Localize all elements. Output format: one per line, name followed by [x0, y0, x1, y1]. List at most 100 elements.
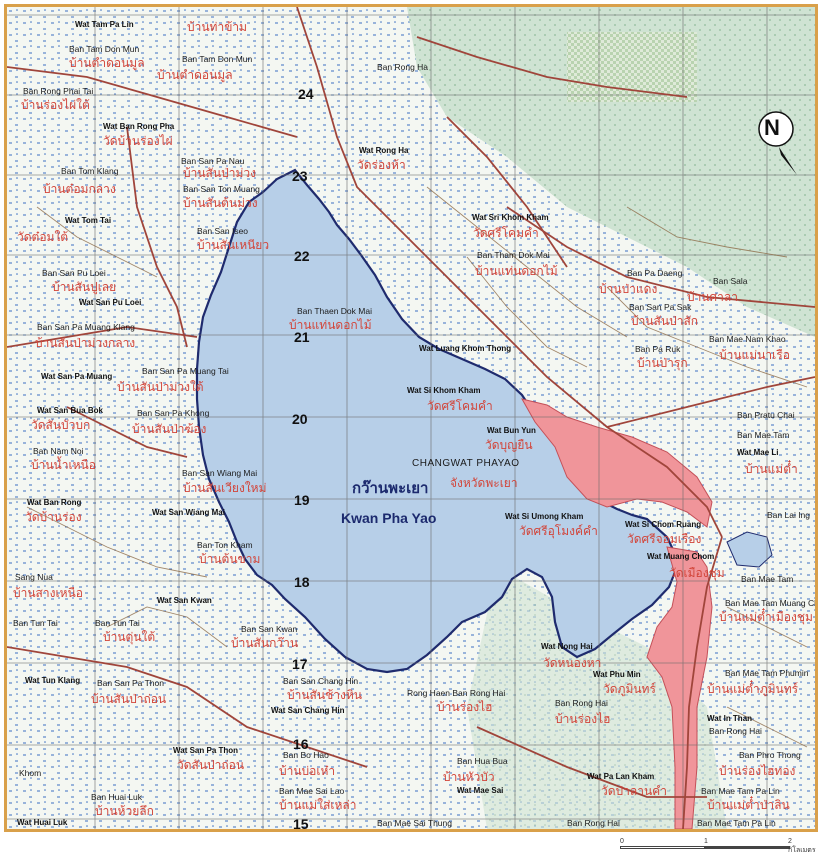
map-label: Wat Pa Lan Kham [587, 772, 655, 781]
map-label: บ้านสันเวียงใหม่ [183, 481, 267, 495]
map-label: Ban Lai Ing [767, 510, 811, 520]
map-label: Ban Mae Sai Lao [279, 786, 345, 796]
map-label: บ้านสันป่าม่วงกลาง [35, 336, 136, 350]
grid-number: 21 [294, 329, 310, 345]
map-label: บ้านสันช้างหิน [287, 688, 362, 702]
map-label: Wat Huai Luk [17, 818, 68, 827]
map-label: บ้านป่าแดง [599, 282, 658, 296]
province-name-english: CHANGWAT PHAYAO [412, 458, 520, 469]
grid-number: 20 [292, 411, 308, 427]
map-label: Wat San Bua Bok [37, 406, 103, 415]
map-label: Ban Ton Kham [197, 540, 253, 550]
map-label: Wat Si Chom Ruang [625, 520, 702, 529]
map-label: Khom [19, 768, 42, 778]
map-label: Ban Rong Hai [555, 698, 608, 708]
scale-tick: 0 [620, 838, 624, 845]
map-label: บ้านแท่นดอกไม้ [289, 318, 372, 332]
map-label: บ้านสันปูเลย [52, 280, 117, 294]
map-label: Wat Tun Klang [25, 676, 81, 685]
map-label: บ้านท่าข้าม [187, 20, 248, 34]
grid-number: 16 [293, 736, 309, 752]
map-label: Ban Hua Bua [457, 756, 508, 766]
map-label: วัดสันบัวบก [31, 418, 91, 432]
map-label: Wat Si Khom Kham [407, 386, 481, 395]
map-label: Ban San Pa Khong [137, 408, 210, 418]
map-label: Wat San Chang Hin [271, 706, 345, 715]
map-label: Wat Bun Yun [487, 426, 536, 435]
map-label: บ้านแม่นาเรือ [719, 348, 790, 362]
map-label: Ban Mae Sai Thung [377, 818, 452, 828]
map-label: Rong Haen Ban Rong Hai [407, 688, 506, 698]
map-label: บ้านแม่ต๋ำป่าลิน [707, 798, 790, 812]
map-label: Wat San Pu Loei [79, 298, 142, 307]
forest-area [467, 567, 727, 829]
urban-area-south [646, 546, 713, 829]
map-label: บ้านสันเหนียว [197, 238, 270, 252]
map-label: Ban Mae Tam Muang Chum [725, 598, 818, 608]
map-label: บ้านสันกว๊าน [231, 636, 299, 650]
map-label: บ้านสางเหนือ [13, 586, 83, 600]
map-label: Wat San Pa Thon [173, 746, 239, 755]
map-label: Ban Pa Ruk [635, 344, 681, 354]
map-label: Ban Huai Luk [91, 792, 143, 802]
map-label: บ้านร่องไผ่ใต้ [21, 98, 90, 112]
map-label: Ban Sala [713, 276, 748, 286]
map-grid [7, 7, 815, 829]
map-label: Wat Phu Min [593, 670, 641, 679]
map-label: Ban San Iseo [197, 226, 249, 236]
map-label: Ban San Pa Nau [181, 156, 245, 166]
map-label: Wat Si Umong Kham [505, 512, 584, 521]
scale-tick: 2 กิโลเมตร [788, 838, 816, 854]
map-label: บ้านสันป่าม่วง [183, 166, 256, 180]
map-label: Ban Phro Thong [739, 750, 801, 760]
pond [726, 531, 773, 568]
map-label: Ban Mae Tam [737, 430, 790, 440]
grid-number: 24 [298, 86, 314, 102]
map-label: วัดศรีโคมคำ [427, 399, 493, 413]
map-label: Ban San Pu Loei [42, 268, 106, 278]
map-label: วัดบุญยืน [485, 438, 533, 452]
map-label: Ban Bo Hao [283, 750, 329, 760]
map-label: Wat Luang Khom Thong [419, 344, 512, 353]
map-label: Ban San Pa Thon [97, 678, 164, 688]
map-label: Ban Mae Tam Pa Lin [697, 818, 776, 828]
grid-number: 15 [293, 816, 309, 832]
map-label: วัดศรีโคมคำ [473, 226, 539, 240]
topographic-map [7, 7, 815, 829]
map-label: Ban San Pa Muang Tai [142, 366, 229, 376]
map-label: Wat Ban Rong [27, 498, 82, 507]
grid-number: 18 [294, 574, 310, 590]
map-label: Sang Nua [15, 572, 53, 582]
map-label: บ้านศาลา [687, 290, 739, 304]
map-label: Ban Tom Klang [61, 166, 119, 176]
province-name-thai: จังหวัดพะเยา [450, 476, 518, 490]
scale-bar: 0 1 2 กิโลเมตร [620, 838, 820, 854]
map-label: Wat Tam Pa Lin [75, 20, 134, 29]
map-label: บ้านตำดอนมูล [69, 56, 145, 70]
map-label: วัดศรีอุโมงค์คำ [519, 524, 598, 538]
map-label: วัดร่องห้า [357, 158, 406, 172]
scale-tick: 1 [704, 838, 708, 845]
north-label: N [764, 115, 780, 140]
map-label: Wat Nong Hai [541, 642, 593, 651]
lake-name-english: Kwan Pha Yao [341, 510, 437, 526]
map-frame: 24 23 22 21 20 19 18 17 16 15 กว๊านพะเยา… [4, 4, 818, 832]
map-label: วัดภูมินทร์ [603, 682, 656, 696]
map-label: Ban Tham Dok Mai [477, 250, 550, 260]
map-label: บ้านสันป่าม่วงใต้ [117, 380, 204, 394]
forest-area [407, 7, 815, 337]
map-label: บ้านน้ำเหนือ [31, 458, 96, 472]
map-label: วัดบ้านร่องไผ่ [103, 134, 173, 148]
map-label: Wat Rong Ha [359, 146, 409, 155]
map-label: Ban Rong Ha [377, 62, 429, 72]
map-label: วัดสันป่าถ่อน [177, 758, 245, 772]
map-label: Wat Muang Chom [647, 552, 715, 561]
grid-number: 23 [292, 168, 308, 184]
map-label: บ้านสันต้นม่วง [183, 196, 258, 210]
map-label: Wat Sri Khom Kham [472, 213, 549, 222]
map-label: Ban Pratu Chai [737, 410, 795, 420]
map-label: บ้านแท่นดอกไม้ [475, 264, 558, 278]
map-label: Ban Tun Tai [13, 618, 58, 628]
map-label: บ้านแม่ต๋ำ [745, 462, 798, 476]
map-label: Ban Mae Tam Pa Lin [701, 786, 780, 796]
